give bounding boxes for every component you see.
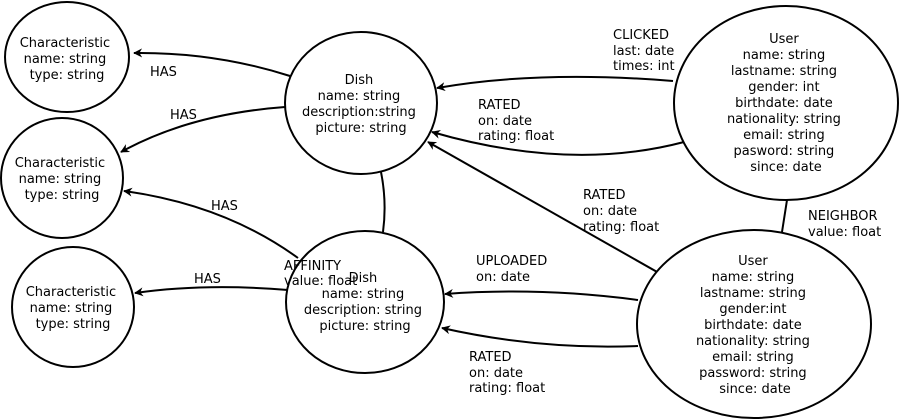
node-characteristic-1: Characteristic name: string type: string [4,1,130,113]
node-line: Characteristic [20,36,110,51]
node-line: lastname: string [731,64,837,79]
node-line: nationality: string [727,112,841,127]
node-line: since: date [750,160,822,175]
node-line: name: string [30,301,113,316]
edge-label-line: RATED [583,188,626,203]
node-user-2: User name: string lastname: string gende… [636,229,872,419]
edge-user2-uploaded-dish2 [444,288,639,301]
edge-label-has-4: HAS [194,272,221,287]
node-line: type: string [30,68,105,83]
edge-label-has-1: HAS [150,65,177,80]
edge-label-line: last: date [613,44,674,59]
edge-user2-rated-dish2 [441,325,639,348]
node-line: name: string [712,270,795,285]
node-line: email: string [743,128,825,143]
edge-label-affinity: AFFINITY value: float [284,259,357,289]
edge-label-line: RATED [478,98,521,113]
node-line: gender:int [719,302,786,317]
node-line: Dish [345,73,374,88]
edge-label-has-2: HAS [170,108,197,123]
edge-dish2-has-characteristic3 [134,286,289,297]
edge-label-line: CLICKED [613,28,669,43]
svg-text:Characteristic name: str: Characteristic name: string type: string [15,156,110,203]
node-line: nationality: string [696,334,810,349]
svg-text:User name: string: User name: string lastname: string gende… [727,32,845,175]
node-line: email: string [712,350,794,365]
node-line: type: string [36,317,111,332]
edge-label-line: rating: float [478,129,554,144]
svg-text:Dish name: string: Dish name: string description: string pi… [304,271,426,334]
edge-dish1-affinity-dish2 [380,171,386,233]
node-line: name: string [318,89,401,104]
edge-label-rated-user2-dish1: RATED on: date rating: float [583,188,659,235]
node-line: Dish [349,271,378,286]
edge-label-line: rating: float [469,381,545,396]
node-line: name: string [743,48,826,63]
edge-dish2-has-characteristic2 [123,187,299,259]
edge-label-line: rating: float [583,220,659,235]
node-line: password: string [699,366,807,381]
edge-label-line: on: date [469,366,523,381]
node-line: Characteristic [26,285,116,300]
node-line: gender: int [748,80,819,95]
edge-label-line: value: float [808,225,881,240]
edge-label-neighbor: NEIGHBOR value: float [808,209,882,240]
node-line: User [738,254,768,269]
node-characteristic-3: Characteristic name: string type: string [11,246,135,368]
node-line: name: string [19,172,102,187]
svg-text:Dish name: string: Dish name: string description:string pic… [302,73,420,136]
node-line: pasword: string [734,144,835,159]
node-line: name: string [24,52,107,67]
edge-label-line: on: date [476,270,530,285]
node-line: since: date [719,382,791,397]
node-line: name: string [322,287,405,302]
edge-dish1-has-characteristic2 [120,106,286,153]
edge-user1-neighbor-user2 [781,199,788,233]
edge-user1-clicked-dish1 [436,75,674,92]
node-characteristic-2: Characteristic name: string type: string [0,117,124,239]
edge-label-rated-user1-dish1: RATED on: date rating: float [478,98,554,144]
edge-label-rated-user2-dish2: RATED on: date rating: float [469,350,545,396]
node-user-1: User name: string lastname: string gende… [673,5,899,201]
node-line: User [769,32,799,47]
node-line: birthdate: date [735,96,833,111]
edge-label-line: on: date [478,114,532,129]
svg-text:User name: string: User name: string lastname: string gende… [696,254,814,397]
node-dish-1: Dish name: string description:string pic… [284,31,438,175]
edge-label-line: times: int [613,59,675,74]
node-line: type: string [25,188,100,203]
node-line: picture: string [319,319,410,334]
node-line: birthdate: date [704,318,802,333]
edge-label-line: AFFINITY [284,259,341,274]
edge-label-line: NEIGHBOR [808,209,878,224]
svg-text:Characteristic name: str: Characteristic name: string type: string [26,285,121,332]
edge-label-line: RATED [469,350,512,365]
node-line: Characteristic [15,156,105,171]
node-line: description: string [304,303,422,318]
node-line: picture: string [315,121,406,136]
edge-label-line: value: float [284,274,357,289]
node-dish-2: Dish name: string description: string pi… [285,230,445,374]
edge-label-uploaded: UPLOADED on: date [476,254,551,285]
edge-label-line: UPLOADED [476,254,547,269]
edge-label-clicked: CLICKED last: date times: int [613,28,678,74]
node-line: lastname: string [700,286,806,301]
edge-label-has-3: HAS [211,199,238,214]
edge-dish1-has-characteristic1 [133,48,291,77]
node-line: description:string [302,105,416,120]
edge-label-line: on: date [583,204,637,219]
edge-user1-rated-dish1 [431,129,685,156]
svg-text:Characteristic name: str: Characteristic name: string type: string [20,36,115,83]
